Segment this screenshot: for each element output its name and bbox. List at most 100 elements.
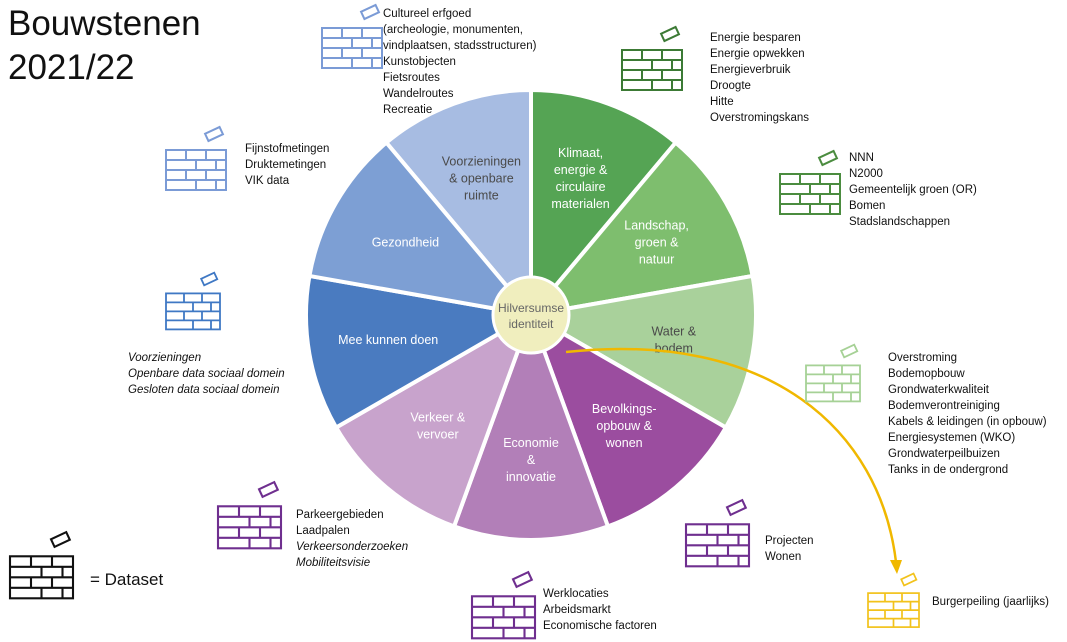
- dataset-item: Economische factoren: [543, 620, 657, 632]
- center-label-line-2: identiteit: [509, 317, 554, 331]
- brick-icon: [470, 570, 537, 640]
- dataset-item: Grondwaterkwaliteit: [888, 384, 989, 396]
- center-label-line-1: Hilversumse: [498, 301, 564, 315]
- wheel-sector-klimaat: [529, 87, 679, 321]
- dataset-list-werk: Werklocaties Arbeidsmarkt Economische fa…: [543, 586, 657, 634]
- dataset-item: Mobiliteitsvisie: [296, 557, 371, 569]
- dataset-item: Werklocaties: [543, 588, 609, 600]
- brick-icon: [779, 149, 841, 215]
- dataset-item: (archeologie, monumenten,: [383, 24, 523, 36]
- dataset-item: Gesloten data sociaal domein: [128, 384, 280, 396]
- brick-icon: [165, 125, 227, 191]
- wheel-label-meekunnen: Mee kunnen doen: [338, 333, 438, 347]
- wheel-label-verkeer: vervoer: [417, 428, 459, 442]
- dataset-item: vindplaatsen, stadsstructuren): [383, 40, 537, 52]
- dataset-item: Openbare data sociaal domein: [128, 368, 285, 380]
- wheel-label-water: Water &: [651, 325, 696, 339]
- wheel-label-klimaat: energie &: [554, 163, 608, 177]
- dataset-legend-icon: [8, 530, 75, 600]
- wheel-label-voorzieningen: ruimte: [464, 189, 499, 203]
- dataset-item: Druktemetingen: [245, 159, 327, 171]
- title-line-2: 2021/22: [8, 48, 135, 87]
- dataset-item: Gemeentelijk groen (OR): [849, 184, 977, 196]
- dataset-item: Arbeidsmarkt: [543, 604, 611, 616]
- dataset-list-groen: NNN N2000 Gemeentelijk groen (OR) Bomen …: [849, 150, 977, 230]
- dataset-item: Recreatie: [383, 104, 433, 116]
- dataset-item: Energieverbruik: [710, 64, 791, 76]
- brick-icon: [216, 480, 283, 550]
- brick-icon: [621, 25, 683, 91]
- dataset-item: Overstroming: [888, 352, 958, 364]
- wheel-label-landschap: natuur: [639, 253, 674, 267]
- dataset-item: Bodemverontreiniging: [888, 400, 1000, 412]
- dataset-item: Energiesystemen (WKO): [888, 432, 1016, 444]
- dataset-list-sociaal: Voorzieningen Openbare data sociaal dome…: [128, 350, 285, 398]
- wheel-label-klimaat: Klimaat,: [558, 146, 603, 160]
- dataset-list-parkeer: Parkeergebieden Laadpalen Verkeersonderz…: [296, 507, 408, 571]
- dataset-item: Overstromingskans: [710, 112, 810, 124]
- wheel-sector-economie: [451, 309, 611, 542]
- dataset-item: Voorzieningen: [128, 352, 202, 364]
- dataset-item: N2000: [849, 168, 883, 180]
- dataset-item: Bodemopbouw: [888, 368, 965, 380]
- dataset-item: Kunstobjecten: [383, 56, 456, 68]
- dataset-item: Kabels & leidingen (in opbouw): [888, 416, 1047, 428]
- wheel-label-economie: innovatie: [506, 470, 556, 484]
- dataset-item: Hitte: [710, 96, 734, 108]
- wheel-label-voorzieningen: & openbare: [449, 172, 514, 186]
- brick-icon: [867, 572, 920, 628]
- dataset-list-burger: Burgerpeiling (jaarlijks): [932, 594, 1049, 610]
- dataset-item: Tanks in de ondergrond: [888, 464, 1009, 476]
- dataset-item: Wandelroutes: [383, 88, 454, 100]
- wheel-sector-water: [525, 273, 758, 431]
- wheel-label-bevolking: wonen: [605, 436, 643, 450]
- burgerpeiling-arrow: [565, 347, 898, 563]
- dataset-item: Bomen: [849, 200, 886, 212]
- dataset-list-cultureel: Cultureel erfgoed (archeologie, monument…: [383, 6, 536, 118]
- dataset-item: Energie besparen: [710, 32, 801, 44]
- wheel-label-bevolking: opbouw &: [596, 419, 652, 433]
- wheel-sector-voorzieningen: [383, 87, 533, 321]
- center-hub: [491, 275, 571, 355]
- arrowhead-icon: [890, 560, 902, 574]
- wheel-sector-gezondheid: [307, 139, 537, 318]
- dataset-item: Verkeersonderzoeken: [296, 541, 409, 553]
- dataset-item: Wonen: [765, 551, 802, 563]
- wheel-label-landschap: Landschap,: [624, 219, 689, 233]
- dataset-item: Energie opwekken: [710, 48, 805, 60]
- wheel-sectors: [304, 87, 758, 542]
- dataset-item: VIK data: [245, 175, 290, 187]
- dataset-item: Cultureel erfgoed: [383, 8, 472, 20]
- wheel-sector-landschap: [525, 139, 755, 318]
- dataset-item: Burgerpeiling (jaarlijks): [932, 596, 1049, 608]
- dataset-list-water: Overstroming Bodemopbouw Grondwaterkwali…: [888, 350, 1047, 478]
- dataset-list-energie: Energie besparen Energie opwekken Energi…: [710, 30, 809, 126]
- wheel-sector-bevolking: [527, 310, 729, 529]
- wheel-sector-meekunnen: [304, 273, 537, 431]
- brick-icon: [321, 3, 383, 69]
- wheel-label-economie: &: [527, 453, 536, 467]
- wheel-label-economie: Economie: [503, 436, 559, 450]
- wheel-label-voorzieningen: Voorzieningen: [442, 155, 521, 169]
- dataset-item: Projecten: [765, 535, 814, 547]
- wheel-label-landschap: groen &: [635, 236, 679, 250]
- dataset-item: Fijnstofmetingen: [245, 143, 330, 155]
- dataset-list-fijnstof: Fijnstofmetingen Druktemetingen VIK data: [245, 141, 329, 189]
- brick-icon: [684, 498, 751, 568]
- legend-label: = Dataset: [90, 570, 164, 589]
- dataset-item: NNN: [849, 152, 874, 164]
- dataset-icons: [8, 3, 920, 640]
- brick-icon: [165, 271, 221, 331]
- dataset-item: Parkeergebieden: [296, 509, 384, 521]
- dataset-item: Laadpalen: [296, 525, 350, 537]
- wheel-label-klimaat: materialen: [551, 197, 609, 211]
- wheel-label-verkeer: Verkeer &: [410, 411, 466, 425]
- wheel-label-klimaat: circulaire: [556, 180, 606, 194]
- wheel-label-gezondheid: Gezondheid: [372, 236, 439, 250]
- dataset-list-projecten: Projecten Wonen: [765, 533, 814, 565]
- wheel-label-bevolking: Bevolkings-: [592, 402, 657, 416]
- page-title: Bouwstenen 2021/22: [8, 2, 201, 90]
- dataset-item: Grondwaterpeilbuizen: [888, 448, 1000, 460]
- dataset-item: Droogte: [710, 80, 751, 92]
